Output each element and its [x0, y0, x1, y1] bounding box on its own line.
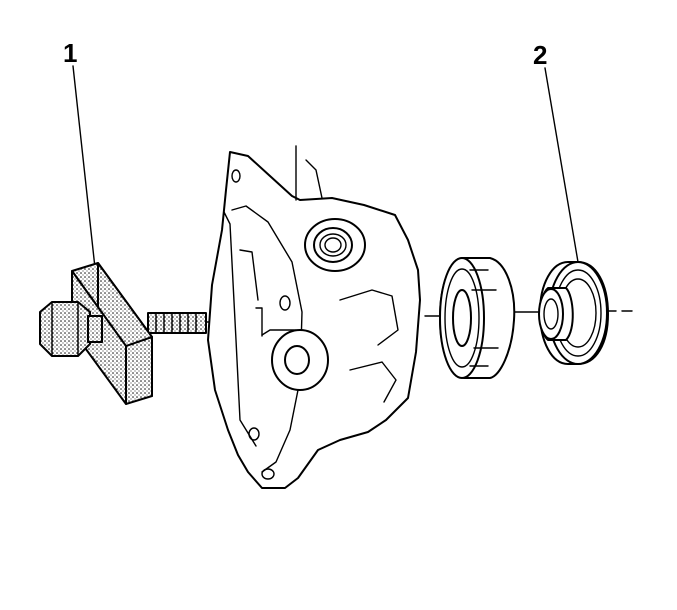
seal-installer — [538, 261, 609, 365]
ball-bearing — [439, 257, 516, 379]
housing — [207, 145, 421, 489]
callout-number-1: 1 — [63, 38, 78, 68]
leader-line-2 — [544, 67, 579, 263]
puller-tool-bolt — [39, 262, 207, 405]
callout-number-2: 2 — [533, 40, 548, 70]
leader-line-1 — [72, 65, 96, 269]
